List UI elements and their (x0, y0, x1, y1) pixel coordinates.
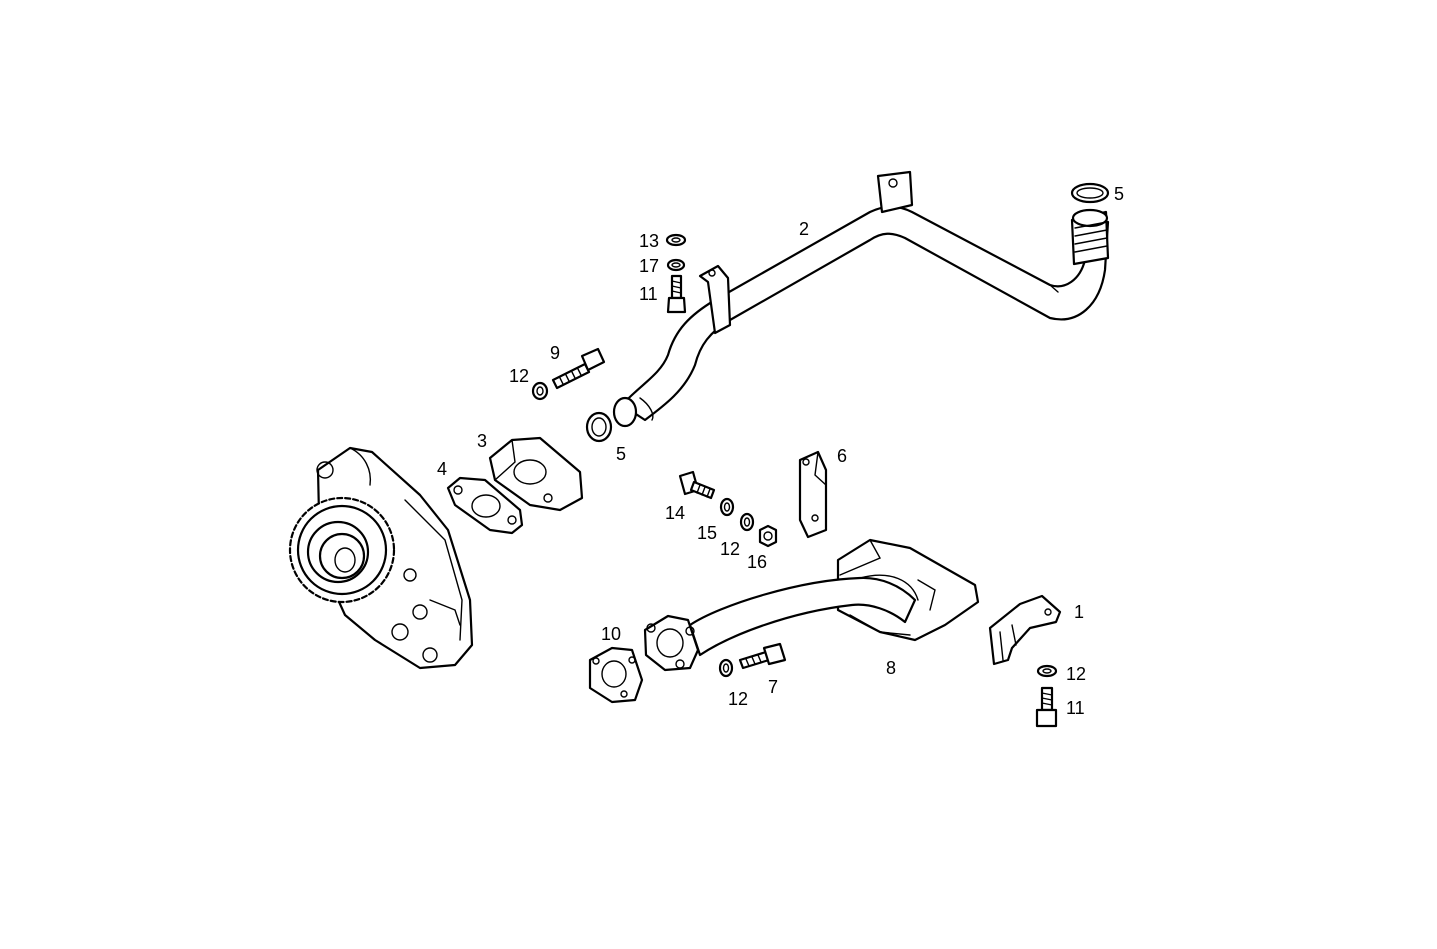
gasket-flange (446, 476, 524, 535)
callout-7: 7 (768, 677, 778, 697)
callout-8: 8 (886, 658, 896, 678)
washer-12-mid (739, 512, 755, 532)
callout-12-mid: 12 (720, 539, 740, 559)
suction-pipe (643, 538, 980, 672)
callout-1: 1 (1074, 602, 1084, 622)
callout-12-upper-left: 12 (509, 366, 529, 386)
callout-17: 17 (639, 256, 659, 276)
washer-13 (665, 233, 687, 247)
pump-gear (288, 496, 396, 604)
washer-15 (719, 497, 735, 517)
o-ring-upper (1070, 182, 1110, 204)
washer-12-bottom (718, 658, 734, 678)
bolt-11-right (1035, 686, 1058, 728)
nut-16 (758, 524, 778, 548)
flange-block (488, 436, 584, 512)
bolt-upper-left (551, 347, 606, 390)
callout-14: 14 (665, 503, 685, 523)
callout-11-right: 11 (1066, 698, 1085, 718)
bracket-1 (988, 594, 1062, 666)
callout-12-right: 12 (1066, 664, 1086, 684)
bolt-7 (738, 642, 787, 670)
bolt-11-upper (666, 274, 687, 314)
callout-9: 9 (550, 343, 560, 363)
callout-4: 4 (437, 459, 447, 479)
callout-12-bottom: 12 (728, 689, 748, 709)
callout-15: 15 (697, 523, 717, 543)
o-ring-lower (585, 411, 613, 443)
callout-5-upper: 5 (1114, 184, 1124, 204)
callout-5-lower: 5 (616, 444, 626, 464)
callout-2: 2 (799, 219, 809, 239)
bracket-6 (798, 450, 828, 539)
callout-3: 3 (477, 431, 487, 451)
bolt-14 (678, 470, 716, 500)
washer-17 (666, 258, 686, 272)
washer-upper-left (531, 381, 549, 401)
gasket-10 (588, 646, 644, 704)
callout-16: 16 (747, 552, 767, 572)
delivery-pipe (612, 170, 1110, 428)
callout-6: 6 (837, 446, 847, 466)
washer-12-right (1036, 664, 1058, 678)
callout-13: 13 (639, 231, 659, 251)
callout-10: 10 (601, 624, 621, 644)
callout-11-upper: 11 (639, 284, 658, 304)
